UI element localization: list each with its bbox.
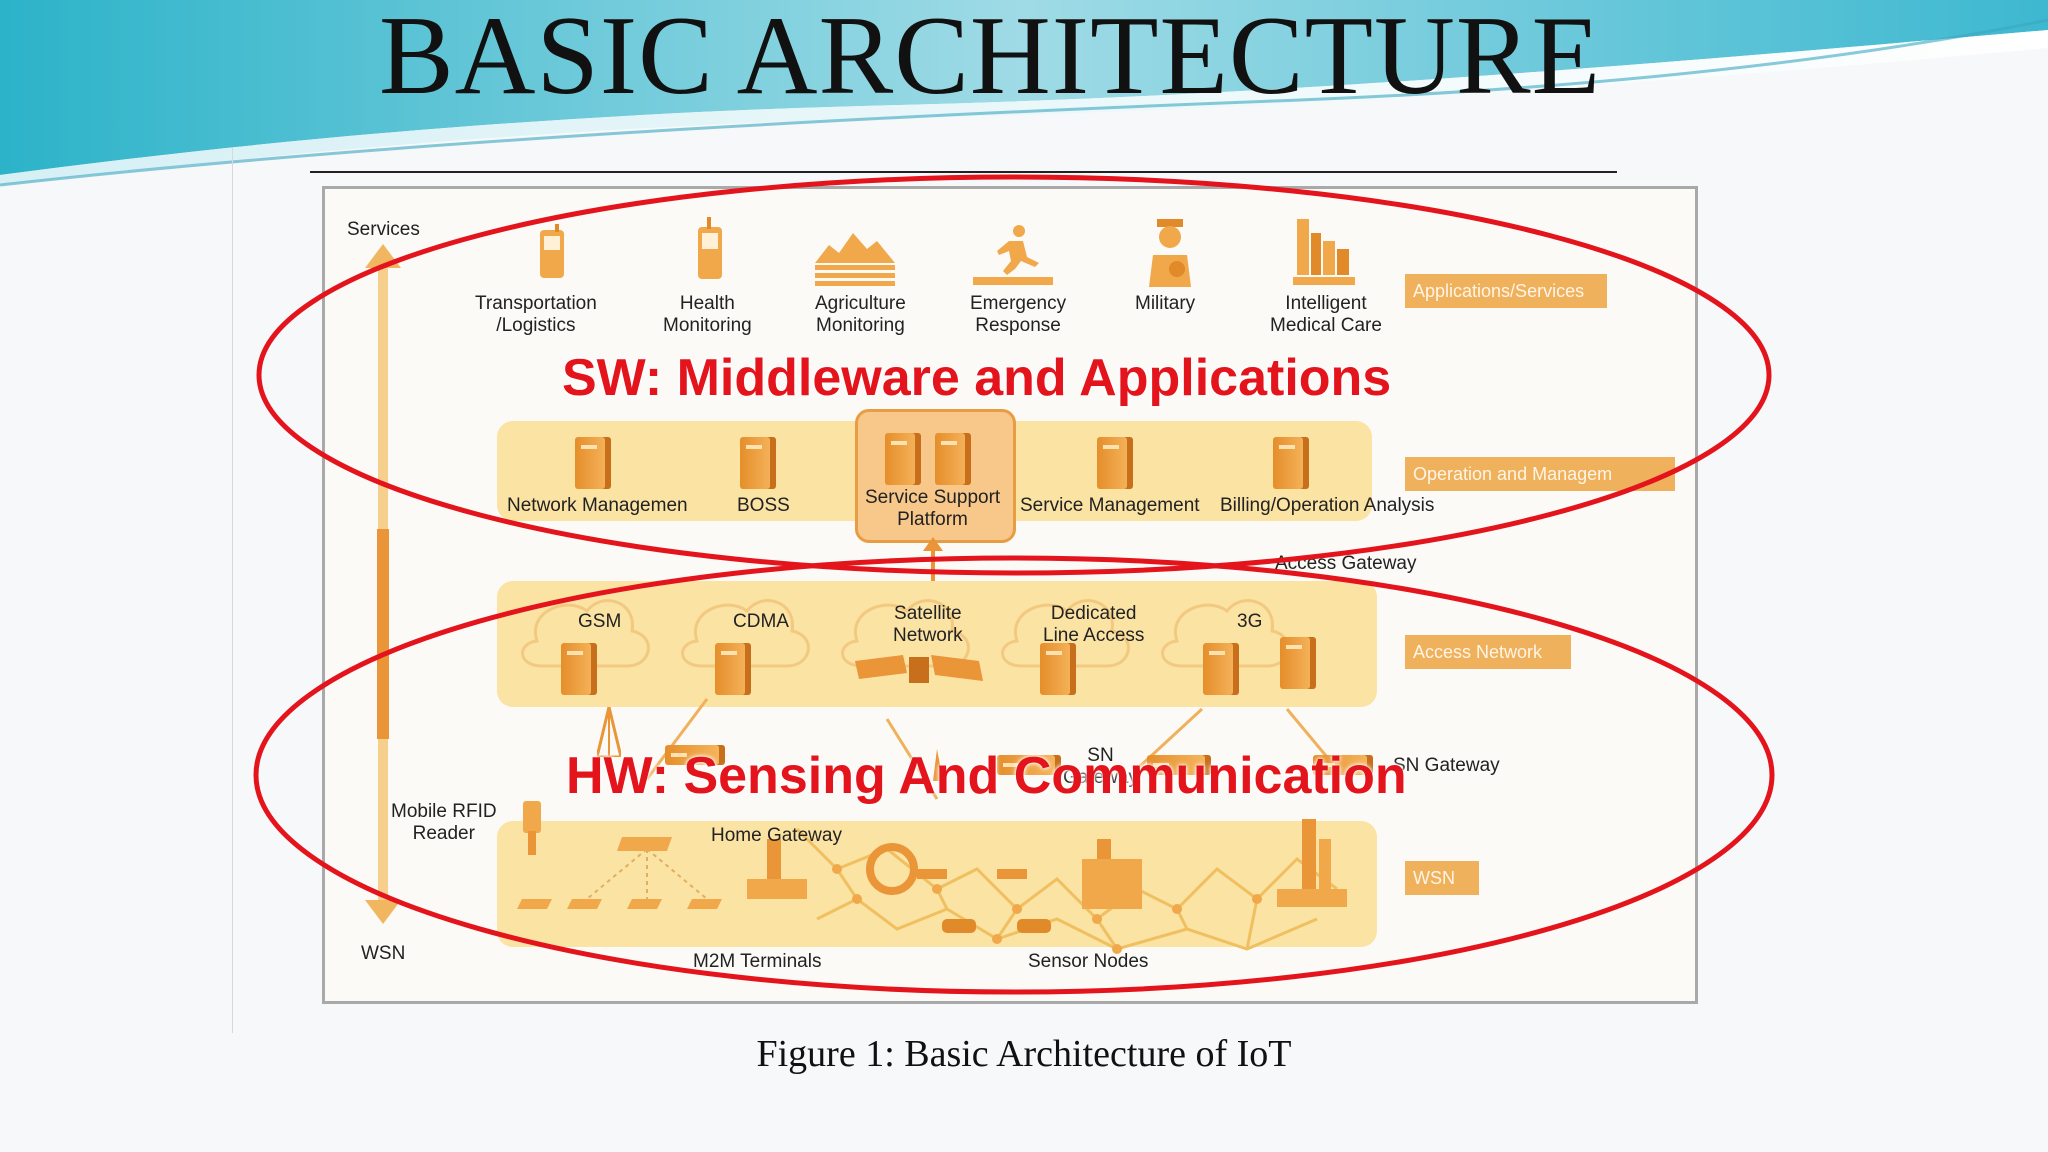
server-icon bbox=[935, 433, 971, 485]
rfid-reader-icon bbox=[523, 801, 541, 855]
figure-left-border bbox=[232, 148, 233, 1033]
hardware-layer-annotation: HW: Sensing And Communication bbox=[566, 747, 1407, 805]
gateway-icon bbox=[997, 755, 1061, 775]
layer-tag-access-network: Access Network bbox=[1405, 635, 1571, 669]
phone-icon bbox=[540, 224, 564, 278]
network-label-cdma: CDMA bbox=[733, 611, 789, 632]
server-icon bbox=[715, 643, 751, 695]
op-label-billing: Billing/Operation Analysis bbox=[1220, 495, 1435, 516]
server-icon bbox=[561, 643, 597, 695]
gateway-icon bbox=[1313, 755, 1373, 775]
sn-gateway-right-label: SN Gateway bbox=[1393, 755, 1500, 776]
network-label-3g: 3G bbox=[1237, 611, 1263, 632]
server-icon bbox=[1273, 437, 1309, 489]
server-icon bbox=[1097, 437, 1133, 489]
runner-icon bbox=[973, 225, 1053, 285]
sensor-nodes-label: Sensor Nodes bbox=[1028, 951, 1149, 972]
axis-label-wsn: WSN bbox=[361, 943, 406, 964]
layer-tag-wsn: WSN bbox=[1405, 861, 1479, 895]
figure-top-rule bbox=[310, 171, 1617, 173]
server-icon bbox=[1040, 643, 1076, 695]
satellite-icon bbox=[855, 655, 983, 683]
figure-caption: Figure 1: Basic Architecture of IoT bbox=[756, 1033, 1292, 1075]
header-swoosh bbox=[0, 0, 2048, 187]
gateway-icon bbox=[1147, 755, 1211, 775]
op-label-service-management: Service Management bbox=[1020, 495, 1200, 516]
op-label-boss: BOSS bbox=[737, 495, 790, 516]
mountain-icon bbox=[815, 233, 895, 286]
phone-icon bbox=[698, 217, 722, 279]
layer-tag-applications: Applications/Services bbox=[1405, 274, 1607, 308]
software-layer-annotation: SW: Middleware and Applications bbox=[562, 349, 1392, 407]
server-icon bbox=[740, 437, 776, 489]
layer-tag-operation: Operation and Managem bbox=[1405, 457, 1675, 491]
cloud-icons bbox=[521, 599, 1290, 668]
soldier-icon bbox=[1149, 219, 1191, 287]
sensor-mesh bbox=[517, 819, 1347, 954]
antenna-icon bbox=[597, 707, 621, 757]
op-label-network-management: Network Managemen bbox=[507, 495, 688, 516]
network-label-gsm: GSM bbox=[578, 611, 622, 632]
server-icon bbox=[885, 433, 921, 485]
iot-architecture-diagram: Services WSN Transportation/Logistics He… bbox=[322, 186, 1698, 1004]
app-label-military: Military bbox=[1135, 293, 1196, 314]
server-icon bbox=[1203, 643, 1239, 695]
slide-title: BASIC ARCHITECTURE bbox=[378, 0, 1602, 118]
server-icon bbox=[1280, 637, 1316, 689]
home-gateway-label: Home Gateway bbox=[711, 825, 842, 846]
network-links bbox=[645, 698, 1339, 800]
vertical-axis-arrow bbox=[365, 244, 401, 924]
building-icon bbox=[1293, 219, 1355, 285]
gateway-icon bbox=[665, 745, 725, 765]
app-label-transportation: Transportation/Logistics bbox=[475, 293, 597, 336]
uplink-arrow bbox=[923, 537, 943, 587]
server-icon bbox=[575, 437, 611, 489]
m2m-terminals-label: M2M Terminals bbox=[693, 951, 822, 972]
axis-label-services: Services bbox=[347, 219, 420, 240]
